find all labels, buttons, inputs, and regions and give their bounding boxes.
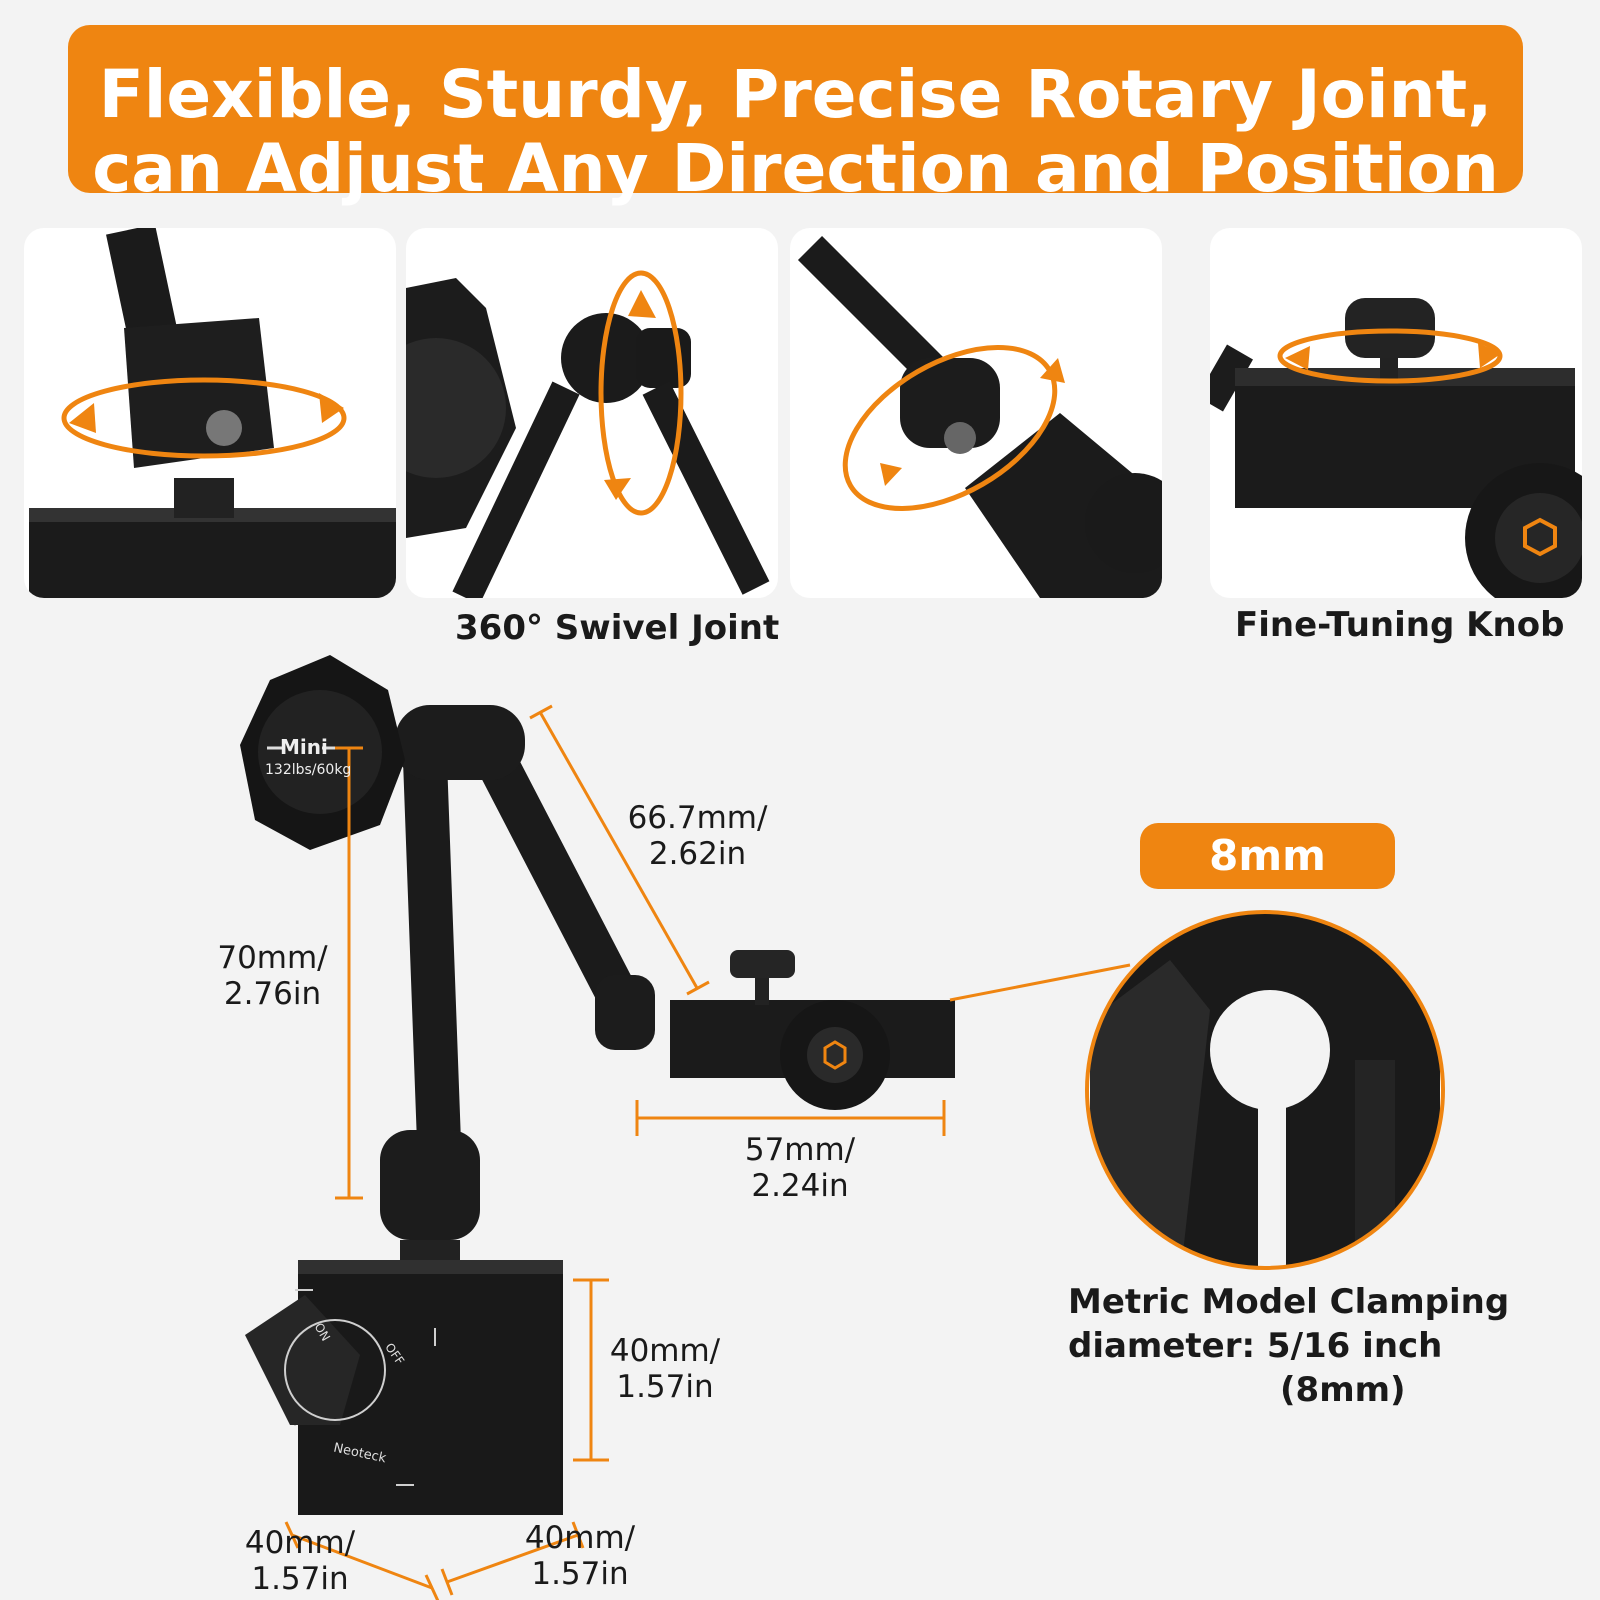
caption-swivel-joint: 360° Swivel Joint [455,608,780,648]
dim-base-depth-mm: 40mm/ [524,1520,636,1556]
knob-swivel-illustration [406,270,770,598]
banner-title-line-2: can Adjust Any Direction and Position [92,130,1499,207]
dim-base-width: 40mm/ 1.57in [225,1525,375,1597]
on-off-switch [245,1295,360,1425]
base-swivel-illustration [29,228,396,598]
dimension-lines [284,704,1131,1600]
dim-base-height: 40mm/ 1.57in [590,1333,740,1405]
clamp-size-badge: 8mm [1140,823,1395,889]
caption-fine-tuning-knob: Fine-Tuning Knob [1235,605,1565,645]
title-banner: Flexible, Sturdy, Precise Rotary Joint, … [68,25,1523,205]
dim-base-depth: 40mm/ 1.57in [505,1520,655,1592]
clamp-closeup-illustration [1090,912,1440,1268]
dim-base-height-in: 1.57in [616,1369,714,1405]
dim-clamp-mm: 57mm/ [744,1132,856,1168]
clamp-swivel-illustration [797,235,1162,598]
lower-arm [403,738,462,1192]
metric-note-line-2: diameter: 5/16 inch [1068,1326,1443,1366]
knob-capacity-label: 132lbs/60kg [265,762,352,778]
dim-base-height-mm: 40mm/ [609,1333,721,1369]
detail-panel-knob-swivel [406,228,778,598]
dim-base-width-in: 1.57in [251,1561,349,1597]
detail-panel-base-swivel [24,228,396,598]
metric-note-line-1: Metric Model Clamping [1068,1282,1510,1322]
dim-lower-arm-in: 2.76in [223,976,322,1012]
metric-note-line-3: (8mm) [1280,1370,1406,1410]
dim-upper-arm-in: 2.62in [648,836,747,872]
dim-lower-arm-mm: 70mm/ [217,940,328,976]
fine-tuning-illustration [1210,298,1582,598]
center-joint [395,705,525,780]
banner-title-line-1: Flexible, Sturdy, Precise Rotary Joint, [98,56,1493,133]
dim-base-depth-in: 1.57in [531,1556,629,1592]
knob-model-label: Mini [280,735,328,759]
clamp-top-screw [730,950,795,978]
detail-panel-fine-tuning [1210,228,1582,598]
dim-upper-arm-mm: 66.7mm/ [627,800,768,836]
detail-panel-clamp-swivel [790,228,1162,598]
dim-base-width-mm: 40mm/ [244,1525,356,1561]
dim-clamp-in: 2.24in [751,1168,849,1204]
dim-upper-arm: 66.7mm/ 2.62in [615,800,780,872]
dim-lower-arm: 70mm/ 2.76in [200,940,345,1012]
dim-clamp: 57mm/ 2.24in [720,1132,880,1204]
